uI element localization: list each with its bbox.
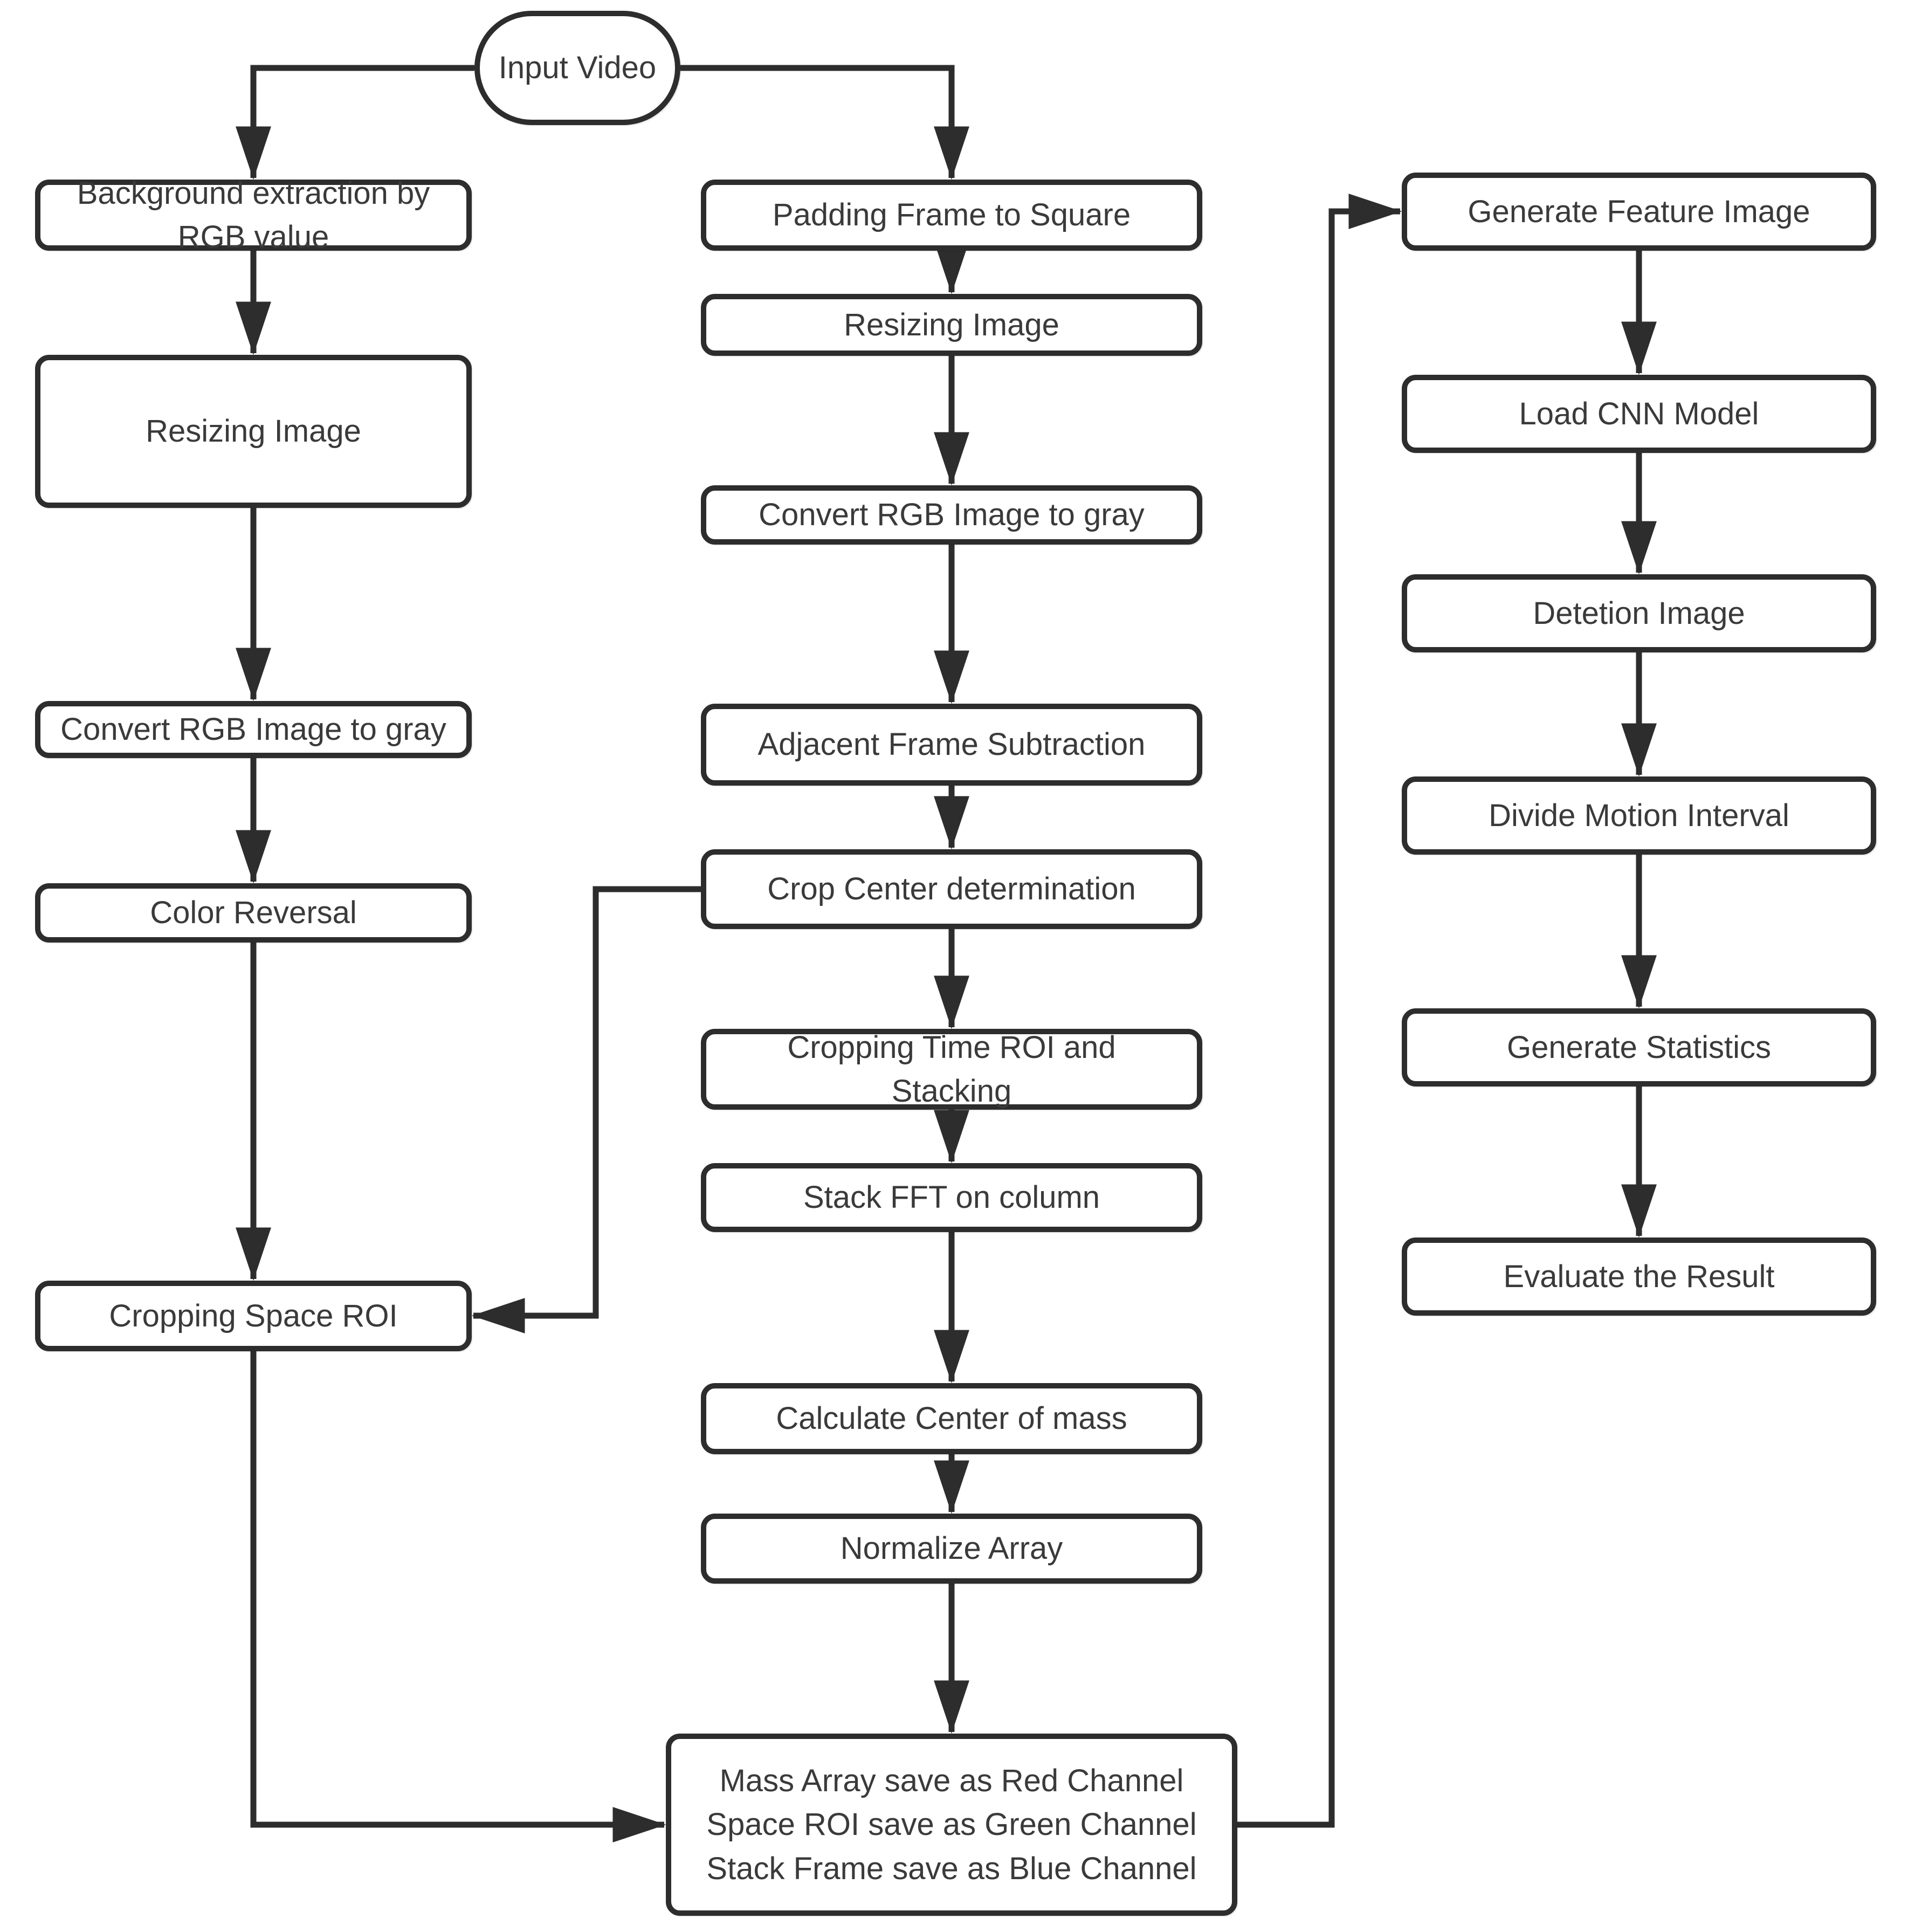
node-color-reversal: Color Reversal [35,883,472,943]
node-generate-statistics: Generate Statistics [1402,1008,1876,1087]
node-label: Divide Motion Interval [1489,797,1789,833]
node-label: Input Video [498,50,657,86]
node-stack-fft: Stack FFT on column [701,1163,1202,1232]
node-label: Mass Array save as Red Channel Space ROI… [706,1763,1197,1886]
node-save-channels: Mass Array save as Red Channel Space ROI… [666,1734,1237,1916]
node-label: Generate Statistics [1507,1029,1771,1065]
node-label: Resizing Image [844,307,1059,342]
node-label: Convert RGB Image to gray [759,497,1145,533]
node-calc-center-mass: Calculate Center of mass [701,1383,1202,1454]
node-generate-feature-image: Generate Feature Image [1402,173,1876,251]
edge-save-channels-to-generate-feature-image [1237,194,1402,1828]
node-label: Resizing Image [146,414,361,449]
node-convert-rgb-left: Convert RGB Image to gray [35,701,472,758]
node-label: Adjacent Frame Subtraction [757,727,1146,762]
node-label: Detetion Image [1533,595,1745,631]
node-label: Load CNN Model [1519,396,1759,431]
node-label: Cropping Time ROI and Stacking [787,1029,1116,1109]
node-load-cnn-model: Load CNN Model [1402,375,1876,453]
node-normalize-array: Normalize Array [701,1514,1202,1584]
node-label: Cropping Space ROI [109,1298,398,1333]
node-bg-extraction: Background extraction by RGB value [35,176,472,255]
node-label: Background extraction by RGB value [77,175,430,255]
node-label: Calculate Center of mass [776,1401,1127,1436]
node-cropping-space-roi: Cropping Space ROI [35,1281,472,1351]
node-resizing-image-left: Resizing Image [35,355,472,508]
node-label: Stack FFT on column [803,1180,1100,1215]
edge-input-video-to-padding-frame [680,65,969,180]
node-label: Generate Feature Image [1468,194,1810,229]
node-padding-frame: Padding Frame to Square [701,180,1202,251]
edge-cropping-space-roi-to-save-channels [250,1351,666,1842]
node-input-video: Input Video [474,11,680,125]
node-label: Convert RGB Image to gray [60,712,446,747]
node-label: Evaluate the Result [1503,1259,1775,1294]
node-evaluate-result: Evaluate the Result [1402,1237,1876,1316]
node-detetion-image: Detetion Image [1402,574,1876,652]
node-crop-center-determination: Crop Center determination [701,849,1202,929]
node-label: Padding Frame to Square [772,197,1131,233]
node-resizing-image-mid: Resizing Image [701,294,1202,356]
node-label: Crop Center determination [767,871,1136,907]
node-cropping-time-roi: Cropping Time ROI and Stacking [701,1029,1202,1110]
node-label: Color Reversal [150,895,357,931]
edge-input-video-to-bg-extraction [236,65,474,180]
node-adjacent-frame-subtraction: Adjacent Frame Subtraction [701,704,1202,786]
edge-crop-center-determination-to-cropping-space-roi [471,886,701,1333]
node-convert-rgb-mid: Convert RGB Image to gray [701,485,1202,545]
node-label: Normalize Array [840,1531,1063,1566]
node-divide-motion-interval: Divide Motion Interval [1402,776,1876,855]
